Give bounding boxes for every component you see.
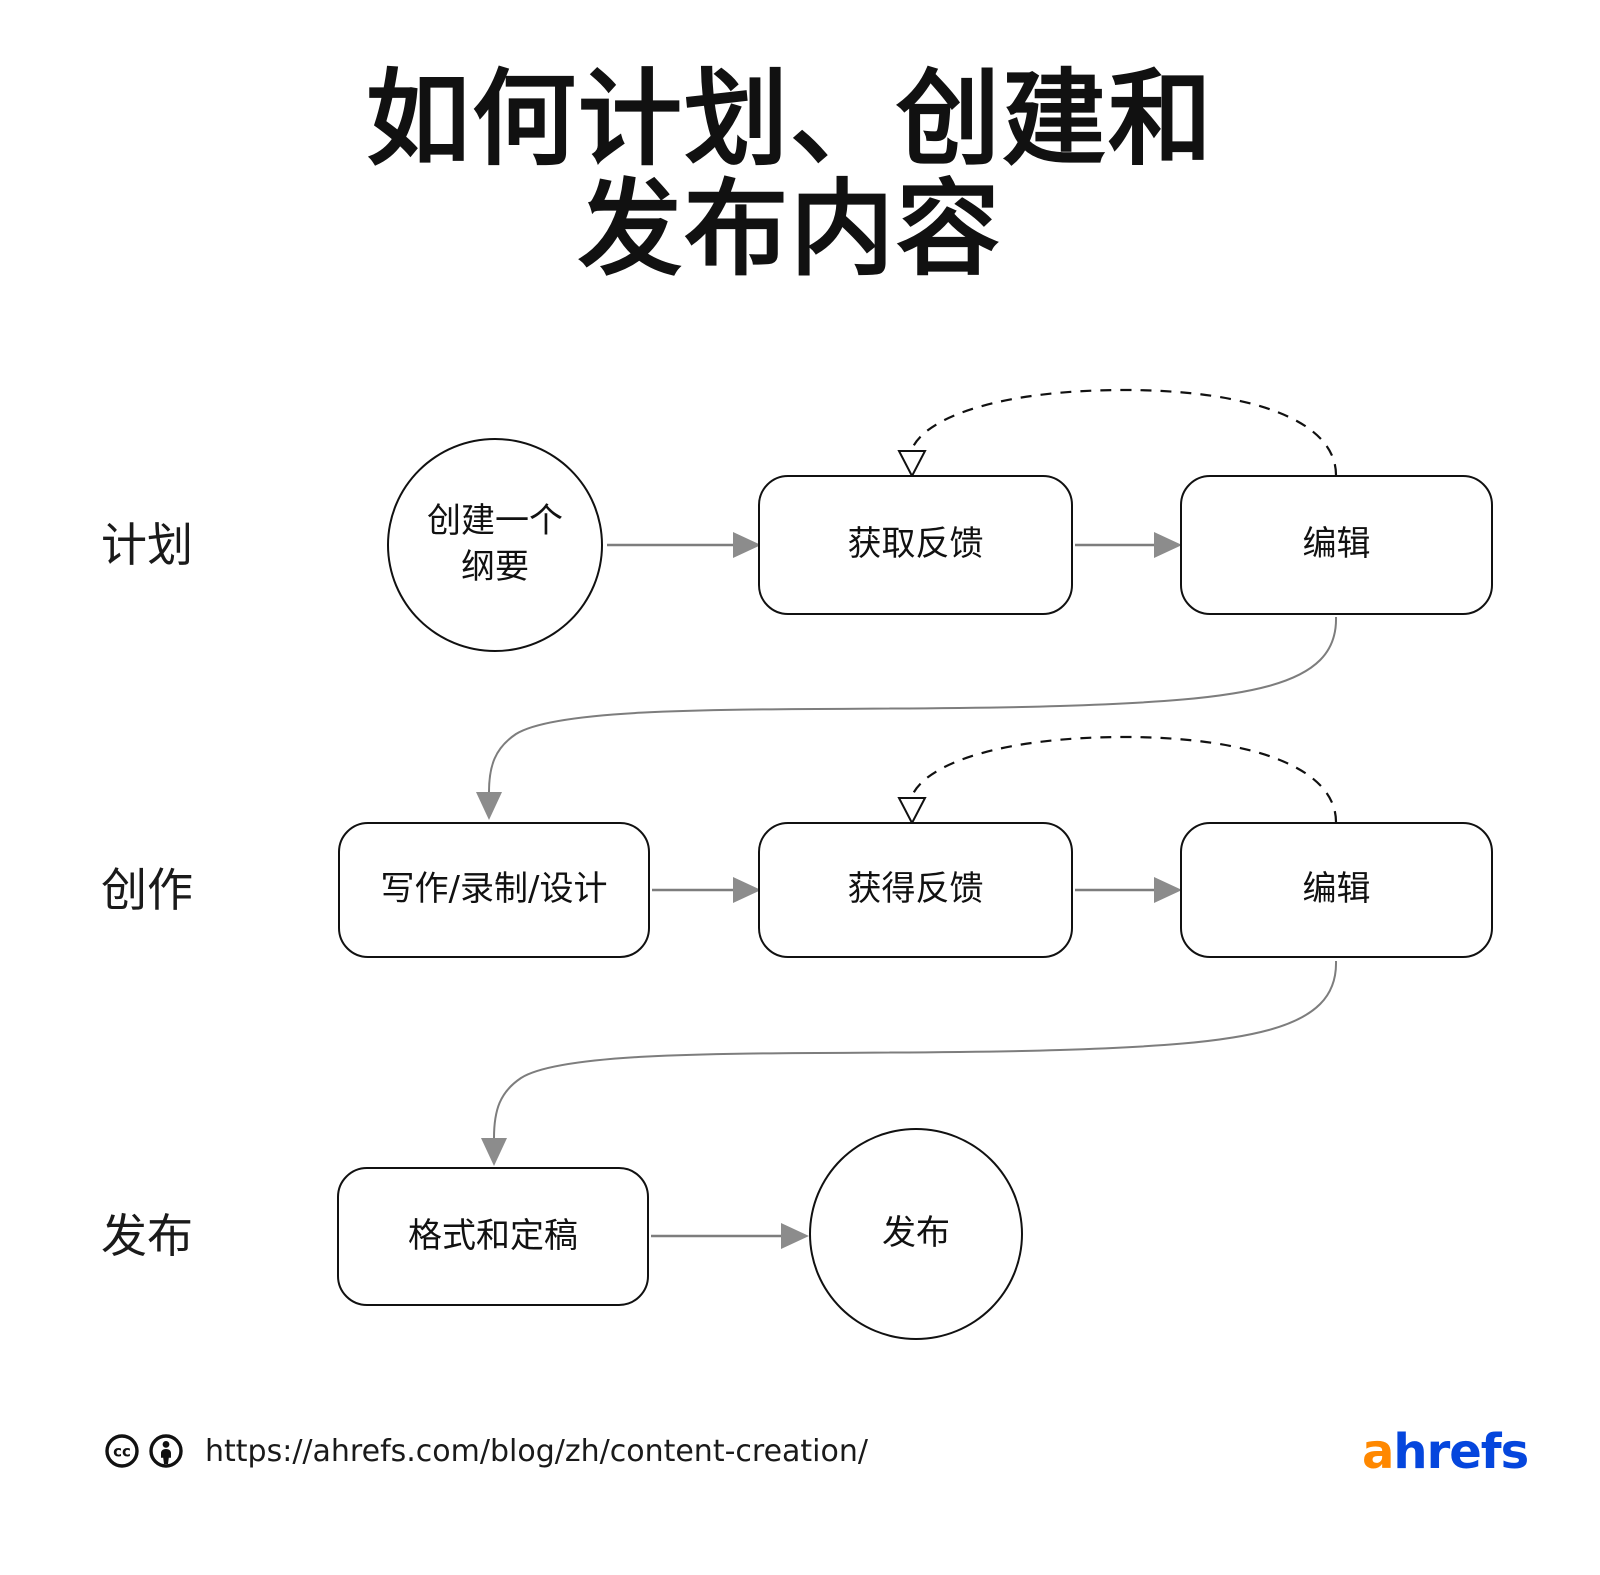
curve-edit2-to-format — [481, 960, 1338, 1166]
ahrefs-logo-a: a — [1362, 1424, 1394, 1480]
cc-license-icon: cc — [105, 1434, 139, 1468]
arrow-feedback-to-edit-row1 — [1075, 532, 1182, 558]
hollow-arrowhead-row1 — [897, 450, 927, 479]
arrow-outline-to-feedback — [607, 532, 761, 558]
node-get-feedback-row1: 获取反馈 — [758, 475, 1073, 615]
node-get-feedback-row2: 获得反馈 — [758, 822, 1073, 958]
source-url: https://ahrefs.com/blog/zh/content-creat… — [205, 1434, 868, 1469]
node-edit-row2: 编辑 — [1180, 822, 1493, 958]
row-label-create: 创作 — [101, 863, 193, 917]
hollow-arrowhead-row2 — [897, 797, 927, 826]
dashed-loop-row1 — [897, 388, 1338, 479]
node-format-finalize: 格式和定稿 — [337, 1167, 649, 1306]
page-title-line2: 发布内容 — [577, 168, 1002, 291]
node-create-outline: 创建一个 纲要 — [387, 438, 603, 652]
ahrefs-logo-hrefs: hrefs — [1393, 1424, 1529, 1480]
curve-edit1-to-create — [476, 616, 1338, 820]
arrow-feedback-to-edit-row2 — [1075, 877, 1182, 903]
arrow-create-to-feedback — [652, 877, 761, 903]
arrow-format-to-publish — [651, 1223, 809, 1249]
attribution-icon — [149, 1434, 183, 1468]
cc-letters: cc — [113, 1443, 131, 1461]
node-write-record-design: 写作/录制/设计 — [338, 822, 650, 958]
node-edit-row1: 编辑 — [1180, 475, 1493, 615]
row-label-plan: 计划 — [101, 518, 193, 572]
dashed-loop-row2 — [897, 735, 1338, 826]
row-label-publish: 发布 — [101, 1209, 193, 1263]
page-title: 如何计划、创建和 发布内容 — [0, 58, 1580, 291]
page-title-line1: 如何计划、创建和 — [365, 58, 1214, 180]
node-publish: 发布 — [809, 1128, 1023, 1340]
ahrefs-logo: ahrefs — [1362, 1424, 1529, 1480]
